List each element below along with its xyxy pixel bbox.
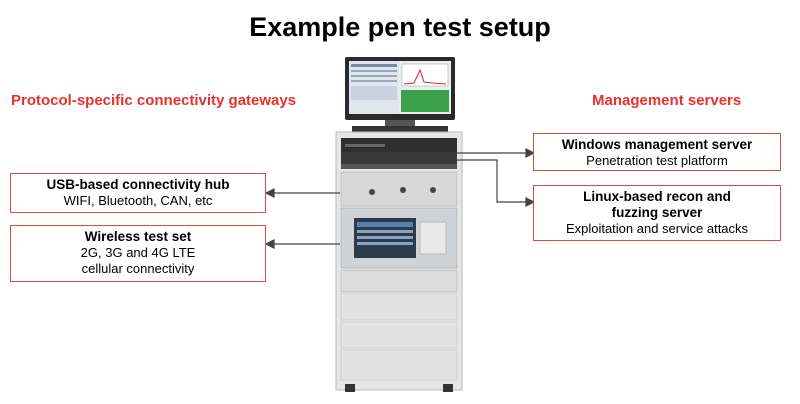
heading-management-servers: Management servers — [592, 92, 742, 109]
windows-server-box: Windows management server Penetration te… — [533, 133, 781, 171]
page-title: Example pen test setup — [249, 12, 551, 42]
keyboard — [352, 126, 448, 134]
heading-gateways: Protocol-specific connectivity gateways — [11, 92, 297, 109]
usb-hub-box: USB-based connectivity hub WIFI, Bluetoo… — [10, 173, 266, 213]
rack-cabinet — [335, 131, 463, 392]
linux-server-box: Linux-based recon and fuzzing server Exp… — [533, 185, 781, 241]
arrowhead-linux-server — [525, 197, 536, 207]
usb-hub-title: USB-based connectivity hub — [46, 177, 230, 192]
wireless-test-set-box: Wireless test set 2G, 3G and 4G LTE cell… — [10, 225, 266, 282]
linux-server-desc: Exploitation and service attacks — [565, 221, 749, 236]
wireless-test-set-title: Wireless test set — [84, 229, 192, 244]
windows-server-title: Windows management server — [561, 137, 753, 152]
arrowhead-windows-server — [525, 148, 536, 158]
linux-server-title-1: Linux-based recon and — [583, 189, 731, 204]
wireless-test-set-desc-1: 2G, 3G and 4G LTE — [80, 245, 196, 260]
wireless-test-set-desc-2: cellular connectivity — [81, 261, 195, 276]
monitor — [345, 57, 455, 126]
linux-server-title-2: fuzzing server — [611, 205, 703, 220]
arrowhead-wireless-test-set — [264, 239, 275, 249]
connector-linux-server — [457, 159, 527, 203]
windows-server-desc: Penetration test platform — [586, 153, 728, 168]
usb-hub-desc: WIFI, Bluetooth, CAN, etc — [63, 193, 213, 208]
arrowhead-usb-hub — [264, 188, 275, 198]
